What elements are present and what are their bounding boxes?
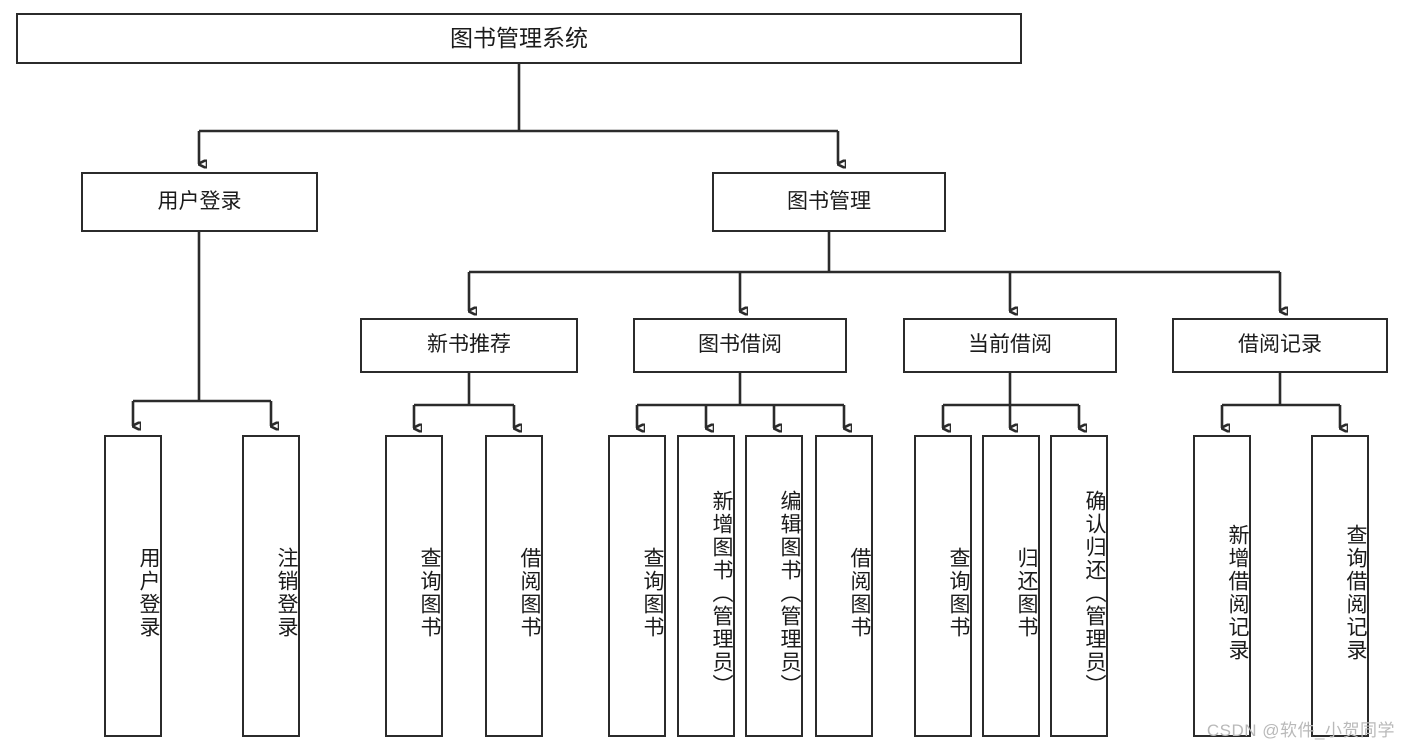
node-book-manage[interactable]: 图书管理: [712, 172, 946, 232]
node-borrow-record[interactable]: 借阅记录: [1172, 318, 1388, 373]
node-leaf-user-login-label: 用户登录: [137, 547, 160, 639]
node-leaf-borrow-book-2-label: 借阅图书: [848, 547, 871, 639]
node-leaf-add-record[interactable]: 新增借阅记录: [1193, 435, 1251, 737]
node-book-manage-label: 图书管理: [787, 189, 871, 213]
node-leaf-add-book-label: 新增图书（管理员）: [710, 489, 733, 697]
node-leaf-return-book-label: 归还图书: [1015, 547, 1038, 639]
node-root-label: 图书管理系统: [450, 24, 588, 51]
node-leaf-query-record-label: 查询借阅记录: [1344, 524, 1367, 662]
node-user-login[interactable]: 用户登录: [81, 172, 318, 232]
node-leaf-user-login[interactable]: 用户登录: [104, 435, 162, 737]
node-leaf-borrow-book-2[interactable]: 借阅图书: [815, 435, 873, 737]
node-book-borrow-label: 图书借阅: [698, 333, 782, 357]
node-leaf-logout[interactable]: 注销登录: [242, 435, 300, 737]
node-leaf-logout-label: 注销登录: [275, 547, 298, 639]
node-new-book-rec[interactable]: 新书推荐: [360, 318, 578, 373]
node-leaf-add-record-label: 新增借阅记录: [1226, 524, 1249, 662]
node-leaf-borrow-book-1[interactable]: 借阅图书: [485, 435, 543, 737]
node-leaf-confirm-return-label: 确认归还（管理员）: [1083, 489, 1106, 697]
node-leaf-add-book[interactable]: 新增图书（管理员）: [677, 435, 735, 737]
node-leaf-query-book-2[interactable]: 查询图书: [608, 435, 666, 737]
node-leaf-query-book-3[interactable]: 查询图书: [914, 435, 972, 737]
node-leaf-query-book-1[interactable]: 查询图书: [385, 435, 443, 737]
node-leaf-query-record[interactable]: 查询借阅记录: [1311, 435, 1369, 737]
node-user-login-label: 用户登录: [157, 189, 242, 213]
node-leaf-query-book-1-label: 查询图书: [418, 547, 441, 639]
node-leaf-query-book-2-label: 查询图书: [641, 547, 664, 639]
node-current-borrow[interactable]: 当前借阅: [903, 318, 1117, 373]
node-root[interactable]: 图书管理系统: [16, 13, 1022, 64]
node-leaf-return-book[interactable]: 归还图书: [982, 435, 1040, 737]
node-borrow-record-label: 借阅记录: [1238, 333, 1322, 357]
node-book-borrow[interactable]: 图书借阅: [633, 318, 847, 373]
node-current-borrow-label: 当前借阅: [968, 333, 1052, 357]
node-new-book-rec-label: 新书推荐: [427, 333, 511, 357]
node-leaf-borrow-book-1-label: 借阅图书: [518, 547, 541, 639]
node-leaf-query-book-3-label: 查询图书: [947, 547, 970, 639]
node-leaf-edit-book[interactable]: 编辑图书（管理员）: [745, 435, 803, 737]
node-leaf-confirm-return[interactable]: 确认归还（管理员）: [1050, 435, 1108, 737]
watermark: CSDN @软件_小贺同学: [1206, 721, 1395, 740]
node-leaf-edit-book-label: 编辑图书（管理员）: [778, 489, 801, 697]
